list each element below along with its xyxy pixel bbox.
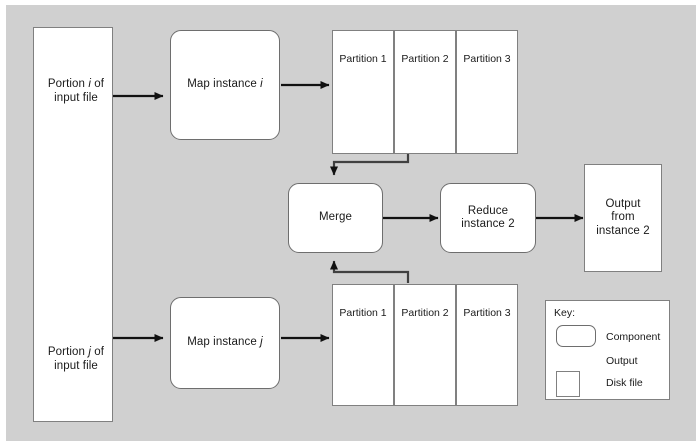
arrow-top-partition2-to-merge — [330, 154, 410, 176]
top-partition-2-label: Partition 2 — [401, 53, 449, 65]
disk-bottom-partition-2[interactable]: Partition 2 — [394, 284, 456, 406]
bottom-partition-3-label: Partition 3 — [463, 307, 511, 319]
legend-label-component: Component — [606, 331, 661, 343]
map-instance-i-label: Map instance i — [187, 78, 263, 91]
legend-title: Key: — [554, 307, 576, 319]
legend-label-disk-file: Disk file — [606, 377, 643, 389]
map-instance-j-label: Map instance j — [187, 336, 263, 349]
merge-label: Merge — [318, 211, 353, 224]
component-reduce-instance-2[interactable]: Reduce instance 2 — [440, 183, 536, 253]
component-map-instance-i[interactable]: Map instance i — [170, 30, 280, 140]
disk-top-partition-3[interactable]: Partition 3 — [456, 30, 518, 154]
disk-bottom-partition-1[interactable]: Partition 1 — [332, 284, 394, 406]
component-map-instance-j[interactable]: Map instance j — [170, 297, 280, 389]
rect-icon — [556, 371, 580, 397]
output-label: Output from instance 2 — [596, 197, 650, 237]
bottom-partition-2-label: Partition 2 — [401, 307, 449, 319]
component-merge[interactable]: Merge — [288, 183, 383, 253]
reduce-label: Reduce instance 2 — [461, 204, 515, 231]
arrow-bottom-partition2-to-merge — [330, 260, 410, 283]
arrow-icon-slot — [556, 353, 598, 367]
legend-key: Key: Component Output Disk file — [545, 300, 670, 400]
disk-output-instance-2[interactable]: Output from instance 2 — [584, 164, 662, 272]
disk-top-partition-1[interactable]: Partition 1 — [332, 30, 394, 154]
bottom-partition-1-label: Partition 1 — [339, 307, 387, 319]
top-partition-1-label: Partition 1 — [339, 53, 387, 65]
input-file-portion-j-label: Portion j of input file — [47, 346, 105, 372]
disk-input-file[interactable]: Portion i of input file Portion j of inp… — [33, 27, 113, 422]
legend-label-output: Output — [606, 355, 638, 367]
top-partition-3-label: Partition 3 — [463, 53, 511, 65]
disk-bottom-partition-3[interactable]: Partition 3 — [456, 284, 518, 406]
rounded-rect-icon — [556, 325, 596, 347]
disk-top-partition-2[interactable]: Partition 2 — [394, 30, 456, 154]
input-file-portion-i-label: Portion i of input file — [47, 78, 105, 104]
